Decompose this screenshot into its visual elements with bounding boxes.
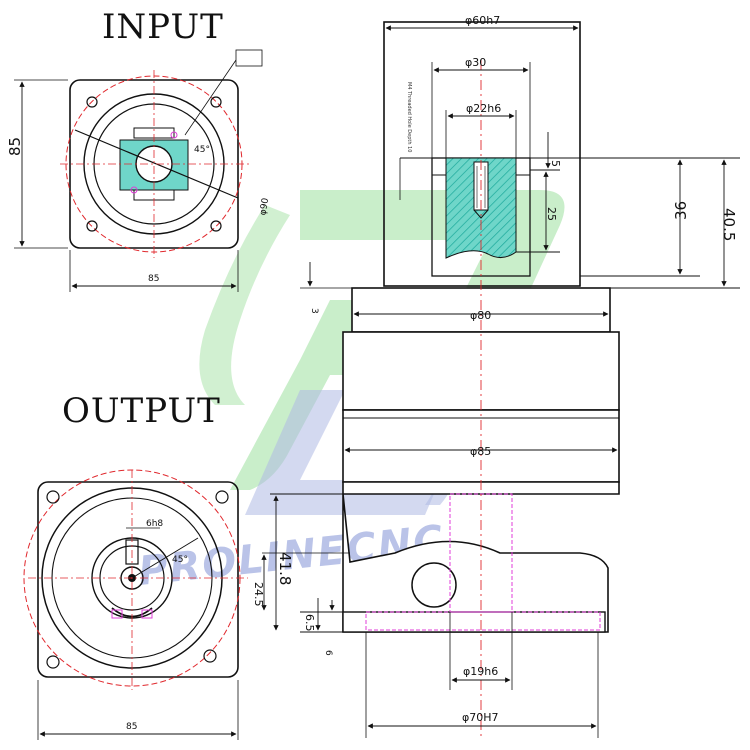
dim-d19h6-label: φ19h6 bbox=[463, 665, 498, 678]
dim-d60h7-label: φ60h7 bbox=[465, 14, 500, 27]
input-width-label: 85 bbox=[148, 274, 159, 284]
dim-5-label: 5 bbox=[549, 160, 562, 167]
output-ring-tab-right bbox=[141, 609, 153, 619]
dim-25-label: 25 bbox=[545, 207, 558, 221]
dim-36-label: 36 bbox=[672, 201, 690, 220]
output-spigot-bottom-magenta bbox=[365, 611, 601, 631]
output-mount-hole-tr bbox=[215, 490, 229, 504]
input-leader-line bbox=[184, 59, 237, 136]
input-mount-hole-br bbox=[210, 220, 222, 232]
input-title: INPUT bbox=[102, 7, 224, 47]
output-mount-hole-br bbox=[203, 649, 217, 663]
dim-d22h6-label: φ22h6 bbox=[466, 102, 501, 115]
gearbox-output-flange bbox=[342, 481, 620, 633]
dim-d30-label: φ30 bbox=[465, 56, 486, 69]
dim-24-5-label: 24.5 bbox=[252, 582, 265, 607]
watermark-green-arc bbox=[199, 205, 290, 405]
output-flange-view: 6h8 45° 85 bbox=[23, 469, 248, 740]
gearbox-output-face bbox=[342, 611, 606, 633]
dim-3-label: 3 bbox=[309, 308, 319, 314]
adapter-housing bbox=[383, 21, 581, 287]
output-ring-tab-left bbox=[111, 609, 123, 619]
input-screw-marker-1 bbox=[170, 131, 178, 139]
dim-d85-label: φ85 bbox=[470, 445, 491, 458]
output-width-label: 85 bbox=[126, 722, 137, 732]
gearbox-side-hole bbox=[411, 562, 457, 608]
output-angle-label: 45° bbox=[172, 555, 188, 565]
input-mount-hole-tr bbox=[210, 96, 222, 108]
dim-d80-label: φ80 bbox=[470, 309, 491, 322]
dim-6-5-label: 6.5 bbox=[303, 614, 316, 632]
input-mount-hole-bl bbox=[86, 220, 98, 232]
output-title: OUTPUT bbox=[62, 391, 221, 431]
input-height-label: 85 bbox=[6, 137, 24, 156]
dim-40-5-label: 40.5 bbox=[720, 208, 738, 241]
thread-note: M4 Threaded Hole Depth 10 bbox=[406, 82, 412, 152]
dim-d70h7-label: φ70H7 bbox=[462, 711, 499, 724]
output-key-label: 6h8 bbox=[146, 519, 163, 529]
output-flange-square bbox=[37, 481, 239, 678]
input-flange-view: 45° φ90 85 85 bbox=[6, 49, 271, 292]
side-view: M4 Threaded Hole Depth 10 φ60h7 φ30 φ22h… bbox=[252, 14, 740, 740]
input-mount-hole-tl bbox=[86, 96, 98, 108]
dim-41-8-label: 41.8 bbox=[276, 552, 294, 585]
dim-6-label: 6 bbox=[323, 650, 333, 656]
coupling-screw-tip bbox=[473, 209, 489, 219]
output-mount-hole-bl bbox=[46, 655, 60, 669]
input-diameter-label: φ90 bbox=[258, 197, 271, 216]
output-diagonal-line bbox=[131, 537, 199, 579]
output-mount-hole-tl bbox=[46, 490, 60, 504]
input-note-box bbox=[235, 49, 263, 67]
input-angle-label: 45° bbox=[194, 145, 210, 155]
input-screw-marker-2 bbox=[130, 186, 138, 194]
